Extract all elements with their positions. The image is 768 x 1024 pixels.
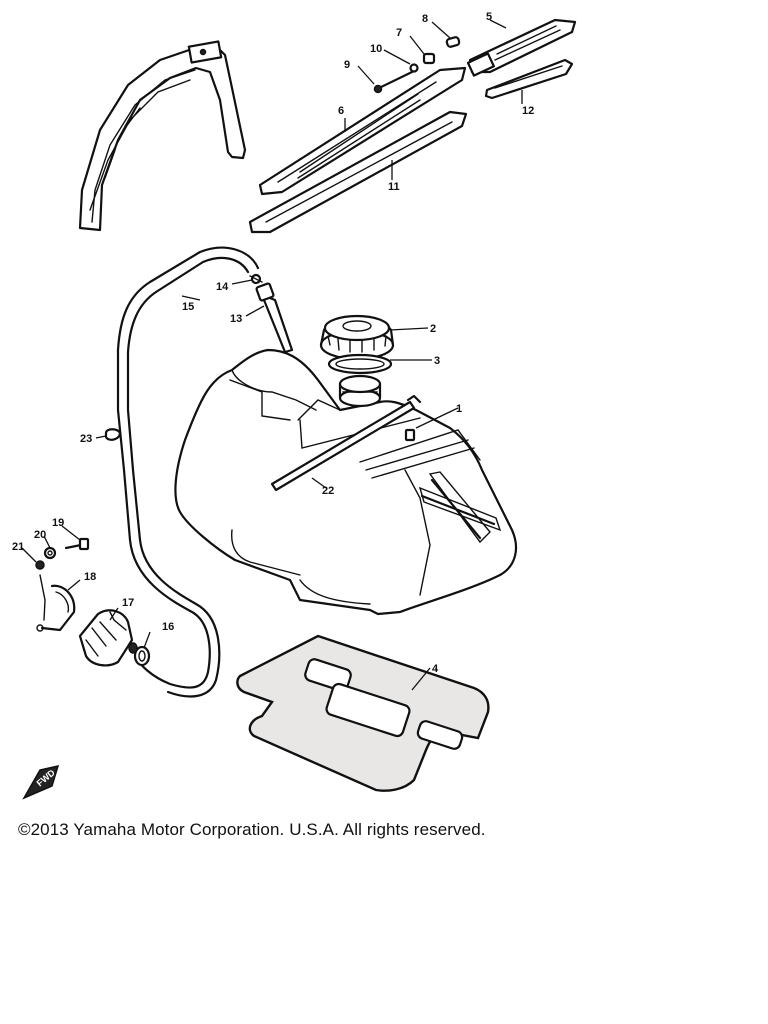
callout-3: 3 xyxy=(434,355,440,367)
callout-8: 8 xyxy=(422,13,428,25)
clip-14 xyxy=(249,273,263,285)
callout-22: 22 xyxy=(322,485,334,497)
callout-19: 19 xyxy=(52,517,64,529)
callout-20: 20 xyxy=(34,529,46,541)
strap-upper xyxy=(258,66,467,196)
collar-7 xyxy=(422,52,436,65)
fuel-filter-17 xyxy=(78,609,138,667)
cap-gasket xyxy=(327,353,393,375)
callout-12: 12 xyxy=(522,105,534,117)
pin-8 xyxy=(445,36,461,48)
callout-16: 16 xyxy=(162,621,174,633)
callout-6: 6 xyxy=(338,105,344,117)
callout-9: 9 xyxy=(344,59,350,71)
strap-buckle xyxy=(466,18,577,77)
forward-direction-emblem: FWD xyxy=(22,764,60,800)
callout-5: 5 xyxy=(486,11,492,23)
fuel-fitting-13 xyxy=(255,282,294,354)
washer-10 xyxy=(409,63,419,73)
callout-17: 17 xyxy=(122,597,134,609)
filler-cap xyxy=(319,314,395,361)
callout-11: 11 xyxy=(388,181,400,193)
tank-mat-4 xyxy=(236,634,490,792)
plate-small xyxy=(484,58,574,100)
callout-4: 4 xyxy=(432,663,439,675)
fuel-tank-exploded-diagram: FWD 1 2 3 4 5 6 7 8 9 xyxy=(12,11,577,800)
callout-10: 10 xyxy=(370,43,382,55)
vent-tube-22 xyxy=(270,394,422,492)
leader-lines xyxy=(21,19,523,691)
callout-18: 18 xyxy=(84,571,96,583)
breather-hose xyxy=(116,246,260,698)
nut-21 xyxy=(35,560,45,570)
callout-7: 7 xyxy=(396,27,402,39)
hose-clamp-16 xyxy=(133,645,151,667)
tank-nut xyxy=(404,428,416,442)
callout-13: 13 xyxy=(230,313,242,325)
tank-hoop-bracket xyxy=(78,40,247,232)
callout-labels: 1 2 3 4 5 6 7 8 9 10 11 12 13 14 15 16 1… xyxy=(12,11,534,675)
callout-1: 1 xyxy=(456,403,462,415)
hose-clip-23 xyxy=(104,428,122,441)
copyright-notice: ©2013 Yamaha Motor Corporation. U.S.A. A… xyxy=(18,820,486,839)
callout-14: 14 xyxy=(216,281,229,293)
washer-20 xyxy=(43,546,57,560)
callout-15: 15 xyxy=(182,301,194,313)
callout-23: 23 xyxy=(80,433,92,445)
fuel-tank xyxy=(174,348,518,616)
callout-21: 21 xyxy=(12,541,24,553)
plate-lower xyxy=(248,110,468,234)
callout-2: 2 xyxy=(430,323,436,335)
filter-bracket-18 xyxy=(36,574,76,632)
bolt-9 xyxy=(373,70,414,94)
screw-19 xyxy=(64,537,90,551)
